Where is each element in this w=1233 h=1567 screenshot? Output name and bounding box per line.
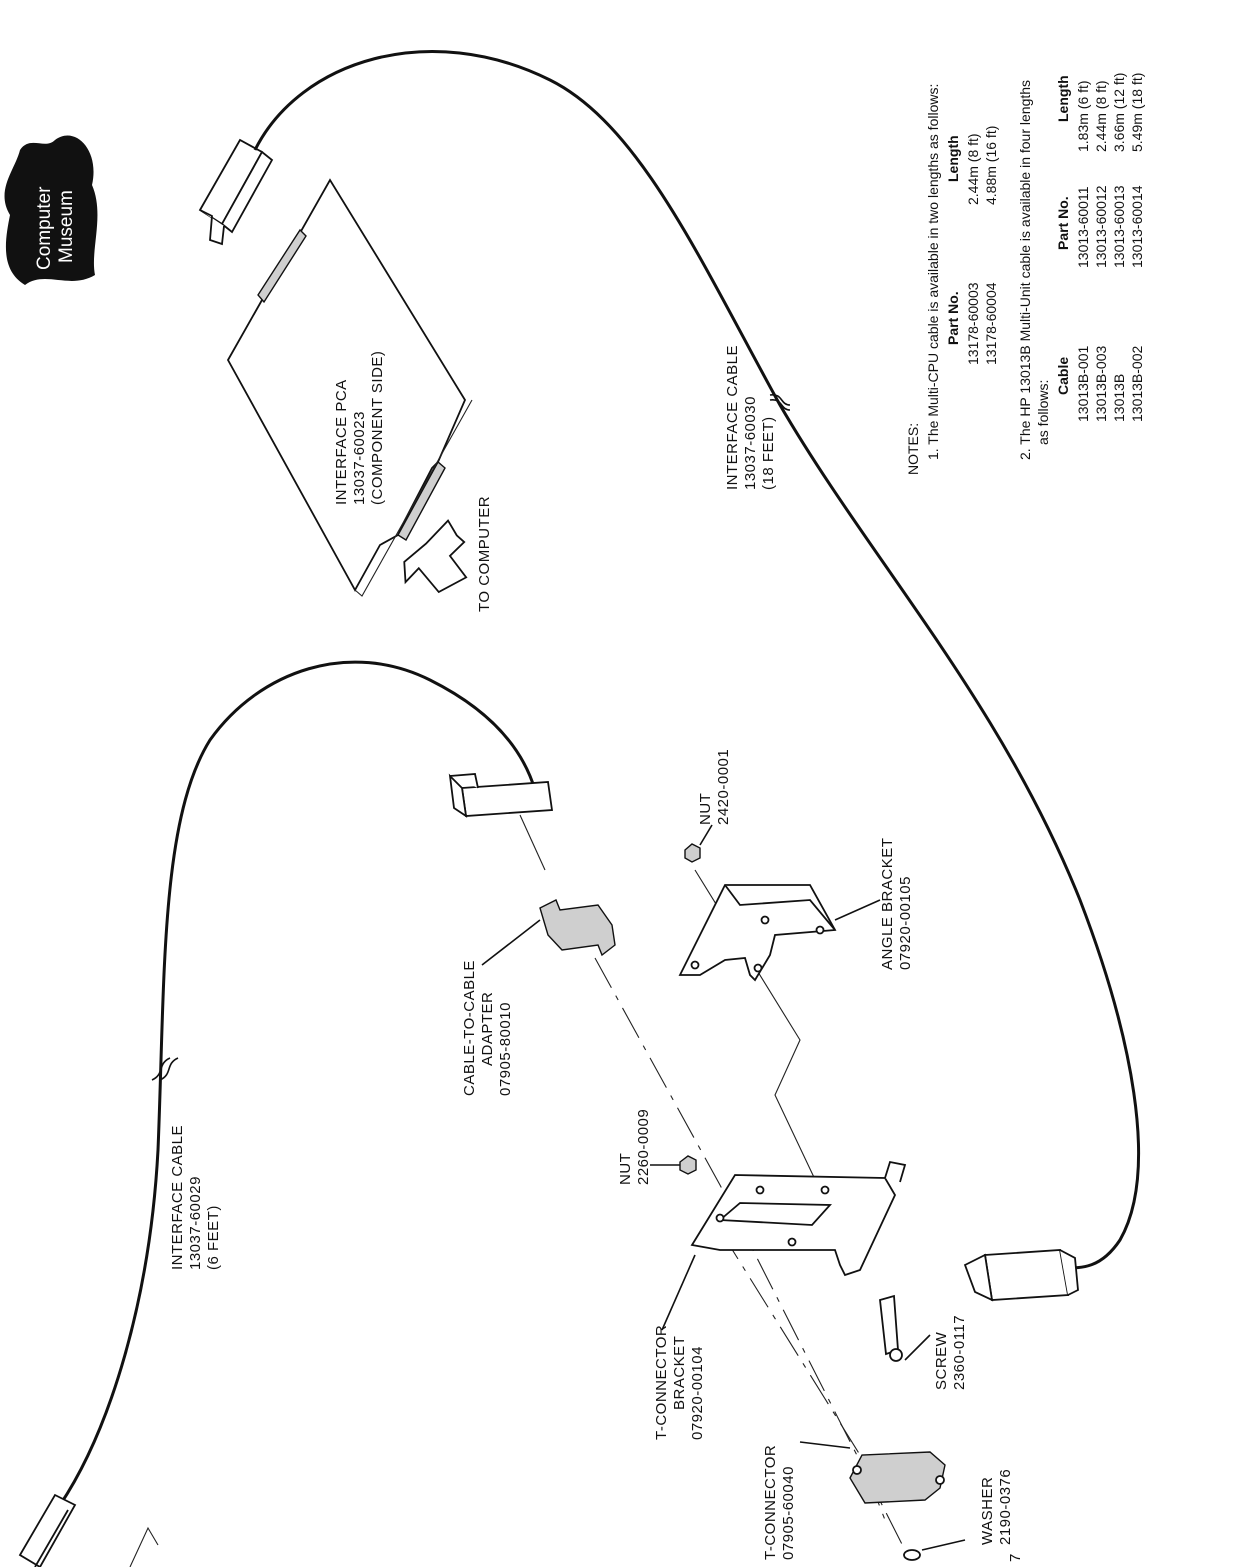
svg-text:13178-60004: 13178-60004 xyxy=(983,282,999,365)
logo-line-2: Museum xyxy=(56,190,77,263)
svg-text:13178-60003: 13178-60003 xyxy=(965,282,981,365)
upper-cable-connector xyxy=(448,773,554,818)
svg-text:Part No.: Part No. xyxy=(1055,196,1071,250)
bottom-left-connector xyxy=(18,1493,159,1567)
svg-text:(6 FEET): (6 FEET) xyxy=(205,1205,222,1270)
nut-top xyxy=(684,843,701,863)
table1-header-length: Length xyxy=(945,135,961,182)
computer-museum-logo: Computer Museum xyxy=(4,135,98,285)
svg-text:2260-0009: 2260-0009 xyxy=(635,1109,652,1185)
svg-text:CABLE-TO-CABLE: CABLE-TO-CABLE xyxy=(461,960,478,1096)
cable-to-cable-adapter xyxy=(539,899,616,957)
notes-title: NOTES: xyxy=(905,423,921,475)
svg-text:as follows:: as follows: xyxy=(1035,380,1051,445)
svg-text:2.44m (8 ft): 2.44m (8 ft) xyxy=(965,133,981,205)
svg-text:13013B: 13013B xyxy=(1111,374,1127,422)
interface-cable-6ft xyxy=(58,660,537,1506)
svg-text:ADAPTER: ADAPTER xyxy=(479,992,496,1066)
svg-text:13013B-003: 13013B-003 xyxy=(1093,345,1109,422)
adapter-alignment-line xyxy=(519,814,546,871)
svg-text:13037-60029: 13037-60029 xyxy=(187,1176,204,1270)
svg-text:07905-80010: 07905-80010 xyxy=(497,1002,514,1096)
svg-text:BRACKET: BRACKET xyxy=(671,1336,688,1410)
svg-text:13013-60011: 13013-60011 xyxy=(1075,186,1091,268)
nut-left xyxy=(679,1155,697,1175)
svg-text:07905-60040: 07905-60040 xyxy=(780,1466,797,1560)
svg-text:WASHER: WASHER xyxy=(979,1477,996,1545)
washer-label: WASHER 2190-0376 xyxy=(979,1469,1014,1545)
svg-text:INTERFACE PCA: INTERFACE PCA xyxy=(333,379,350,505)
svg-text:(18 FEET): (18 FEET) xyxy=(760,416,777,490)
svg-text:13013-60013: 13013-60013 xyxy=(1111,185,1127,268)
interface-cable-18-label: INTERFACE CABLE 13037-60030 (18 FEET) xyxy=(724,345,777,490)
svg-text:SCREW: SCREW xyxy=(933,1331,950,1390)
svg-text:(COMPONENT SIDE): (COMPONENT SIDE) xyxy=(369,351,386,505)
nut-top-label: NUT 2420-0001 xyxy=(697,749,732,825)
svg-text:Cable: Cable xyxy=(1055,357,1071,395)
center-assembly-line xyxy=(594,957,911,1561)
svg-text:2420-0001: 2420-0001 xyxy=(715,749,732,825)
screw-label: SCREW 2360-0117 xyxy=(933,1315,968,1390)
cable-adapter-label: CABLE-TO-CABLE ADAPTER 07905-80010 xyxy=(461,960,514,1096)
t-connector-bracket-label: T-CONNECTOR BRACKET 07920-00104 xyxy=(653,1325,706,1440)
svg-text:NUT: NUT xyxy=(697,793,714,825)
t-connector-label: T-CONNECTOR 07905-60040 xyxy=(762,1445,797,1560)
svg-text:ANGLE BRACKET: ANGLE BRACKET xyxy=(879,838,896,970)
svg-text:INTERFACE CABLE: INTERFACE CABLE xyxy=(724,345,741,490)
svg-text:5.49m (18 ft): 5.49m (18 ft) xyxy=(1129,73,1145,152)
note-1: 1. The Multi-CPU cable is available in t… xyxy=(925,84,941,460)
interface-pca-label: INTERFACE PCA 13037-60023 (COMPONENT SID… xyxy=(333,351,386,505)
screw xyxy=(879,1294,903,1362)
svg-text:13013B-001: 13013B-001 xyxy=(1075,345,1091,422)
logo-line-1: Computer xyxy=(34,186,55,270)
svg-text:T-CONNECTOR: T-CONNECTOR xyxy=(653,1325,670,1440)
note-2: 2. The HP 13013B Multi-Unit cable is ava… xyxy=(1017,80,1033,460)
svg-text:13013-60014: 13013-60014 xyxy=(1129,185,1145,268)
interface-pca-board xyxy=(226,178,473,597)
svg-text:07920-00104: 07920-00104 xyxy=(689,1346,706,1440)
svg-text:13013-60012: 13013-60012 xyxy=(1093,185,1109,268)
svg-text:2190-0376: 2190-0376 xyxy=(997,1469,1014,1545)
svg-text:INTERFACE CABLE: INTERFACE CABLE xyxy=(169,1125,186,1270)
to-computer-label: TO COMPUTER xyxy=(476,496,493,612)
svg-text:13037-60023: 13037-60023 xyxy=(351,411,368,505)
angle-bracket xyxy=(678,884,837,982)
nut-left-label: NUT 2260-0009 xyxy=(617,1109,652,1185)
svg-text:1.83m (6 ft): 1.83m (6 ft) xyxy=(1075,80,1091,152)
svg-text:13037-60030: 13037-60030 xyxy=(742,396,759,490)
angle-bracket-label: ANGLE BRACKET 07920-00105 xyxy=(879,838,914,970)
notes-block: NOTES: 1. The Multi-CPU cable is availab… xyxy=(905,73,1145,475)
svg-text:2360-0117: 2360-0117 xyxy=(951,1315,968,1390)
svg-text:13013B-002: 13013B-002 xyxy=(1129,345,1145,422)
interface-cable-6-label: INTERFACE CABLE 13037-60029 (6 FEET) xyxy=(169,1125,222,1270)
svg-text:2.44m (8 ft): 2.44m (8 ft) xyxy=(1093,80,1109,152)
bottom-cable-connector xyxy=(963,1249,1079,1302)
svg-text:3.66m (12 ft): 3.66m (12 ft) xyxy=(1111,73,1127,152)
t-connector-bracket xyxy=(690,1160,907,1277)
svg-text:T-CONNECTOR: T-CONNECTOR xyxy=(762,1445,779,1560)
svg-text:07920-00105: 07920-00105 xyxy=(897,876,914,970)
adapter-leader-line xyxy=(481,919,541,966)
washer xyxy=(903,1549,921,1561)
svg-text:4.88m (16 ft): 4.88m (16 ft) xyxy=(983,126,999,205)
t-connector xyxy=(849,1451,946,1504)
corner-mark: 7 xyxy=(1007,1553,1024,1562)
interface-cable-18ft xyxy=(253,50,1140,1270)
to-computer-arrow: TO COMPUTER xyxy=(403,496,493,612)
svg-text:Length: Length xyxy=(1055,75,1071,122)
top-cable-connector xyxy=(198,138,274,246)
table1-header-part: Part No. xyxy=(945,291,961,345)
svg-text:NUT: NUT xyxy=(617,1153,634,1185)
